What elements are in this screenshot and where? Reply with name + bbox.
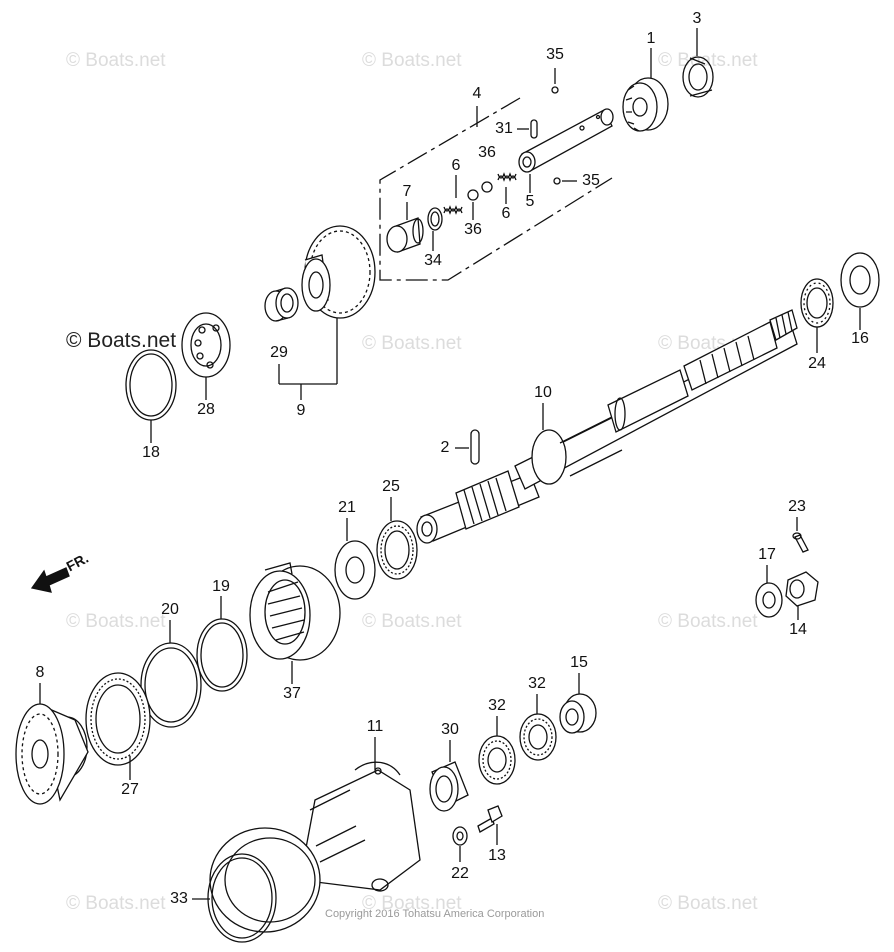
part-15-bushing: [559, 693, 597, 734]
part-24-thrust-bearing: [800, 278, 834, 328]
part-2-pin: [470, 429, 480, 465]
label-part-9[interactable]: 9: [296, 402, 306, 419]
label-part-11[interactable]: 11: [366, 718, 384, 735]
part-29-needle-bearing: [264, 287, 299, 322]
watermark: © Boats.net: [66, 611, 166, 632]
front-arrow-icon: [30, 567, 70, 593]
part-33-oring: [207, 853, 277, 943]
part-25-thrust-bearing: [376, 520, 418, 580]
part-21-washer: [334, 540, 376, 600]
watermark-dark: © Boats.net: [66, 329, 177, 352]
label-part-31[interactable]: 31: [495, 120, 513, 137]
part-17-washer: [755, 582, 783, 618]
part-6-spring: [443, 205, 463, 215]
part-7-cap: [386, 217, 424, 253]
assembly-4-outline: [379, 97, 613, 281]
part-13-bolt: [477, 805, 503, 833]
label-part-21[interactable]: 21: [338, 499, 356, 516]
label-part-13[interactable]: 13: [488, 847, 506, 864]
label-part-22[interactable]: 22: [451, 865, 469, 882]
label-part-27[interactable]: 27: [121, 781, 139, 798]
part-37-bearing-housing: [249, 562, 341, 661]
part-9-reverse-gear: [301, 225, 376, 319]
label-part-33[interactable]: 33: [170, 890, 188, 907]
watermark: © Boats.net: [66, 893, 166, 914]
part-34-clip: [427, 207, 443, 231]
label-part-24[interactable]: 24: [808, 355, 826, 372]
label-part-35[interactable]: 35: [546, 46, 564, 63]
part-35-pin: [551, 86, 559, 94]
label-part-17[interactable]: 17: [758, 546, 776, 563]
label-part-19[interactable]: 19: [212, 578, 230, 595]
label-part-14[interactable]: 14: [789, 621, 807, 638]
label-part-20[interactable]: 20: [161, 601, 179, 618]
label-part-34[interactable]: 34: [424, 252, 442, 269]
part-23-cotter-pin: [792, 532, 809, 553]
label-part-10[interactable]: 10: [534, 384, 552, 401]
label-part-16[interactable]: 16: [851, 330, 869, 347]
label-part-23[interactable]: 23: [788, 498, 806, 515]
label-part-6[interactable]: 6: [501, 205, 511, 222]
watermark: © Boats.net: [658, 893, 758, 914]
label-part-28[interactable]: 28: [197, 401, 215, 418]
part-8-bevel-gear: [15, 703, 89, 805]
part-27-thrust-bearing: [85, 672, 151, 766]
watermark: © Boats.net: [66, 50, 166, 71]
part-20-shim: [140, 642, 202, 728]
part-1-clutch: [622, 77, 669, 132]
part-19-shim: [196, 618, 248, 692]
label-part-25[interactable]: 25: [382, 478, 400, 495]
label-part-7[interactable]: 7: [402, 183, 412, 200]
part-10-prop-shaft: [416, 309, 798, 544]
label-part-35[interactable]: 35: [582, 172, 600, 189]
part-11-bearing-carrier: [209, 761, 421, 933]
label-part-5[interactable]: 5: [525, 193, 535, 210]
label-part-2[interactable]: 2: [440, 439, 450, 456]
label-part-32[interactable]: 32: [528, 675, 546, 692]
label-part-36[interactable]: 36: [464, 221, 482, 238]
label-part-1[interactable]: 1: [646, 30, 656, 47]
part-18-shim: [125, 349, 177, 421]
label-part-37[interactable]: 37: [283, 685, 301, 702]
label-part-8[interactable]: 8: [35, 664, 45, 681]
label-part-30[interactable]: 30: [441, 721, 459, 738]
part-5-plunger: [518, 108, 614, 173]
label-part-3[interactable]: 3: [692, 10, 702, 27]
part-36-ball: [467, 189, 479, 201]
part-31-pin: [530, 119, 538, 139]
part-16-washer: [840, 252, 880, 308]
part-14-nut: [785, 571, 819, 607]
label-part-32[interactable]: 32: [488, 697, 506, 714]
watermark: © Boats.net: [658, 611, 758, 632]
label-part-15[interactable]: 15: [570, 654, 588, 671]
watermark: © Boats.net: [362, 611, 462, 632]
part-6-spring: [497, 172, 517, 182]
label-part-36[interactable]: 36: [478, 144, 496, 161]
label-part-4[interactable]: 4: [472, 85, 482, 102]
part-32-seal: [478, 735, 516, 785]
part-22-washer: [452, 826, 468, 846]
part-36-ball: [481, 181, 493, 193]
copyright-text: Copyright 2016 Tohatsu America Corporati…: [325, 908, 545, 920]
label-part-18[interactable]: 18: [142, 444, 160, 461]
label-part-6[interactable]: 6: [451, 157, 461, 174]
watermark: © Boats.net: [658, 50, 758, 71]
part-35-pin: [553, 177, 561, 185]
label-part-29[interactable]: 29: [270, 344, 288, 361]
watermark: © Boats.net: [362, 50, 462, 71]
part-3-ring: [682, 56, 714, 98]
watermark: © Boats.net: [362, 893, 462, 914]
part-30-needle-bearing: [429, 761, 469, 812]
part-32-seal: [519, 713, 557, 761]
watermark: © Boats.net: [362, 333, 462, 354]
part-28-ball-bearing: [181, 312, 231, 378]
